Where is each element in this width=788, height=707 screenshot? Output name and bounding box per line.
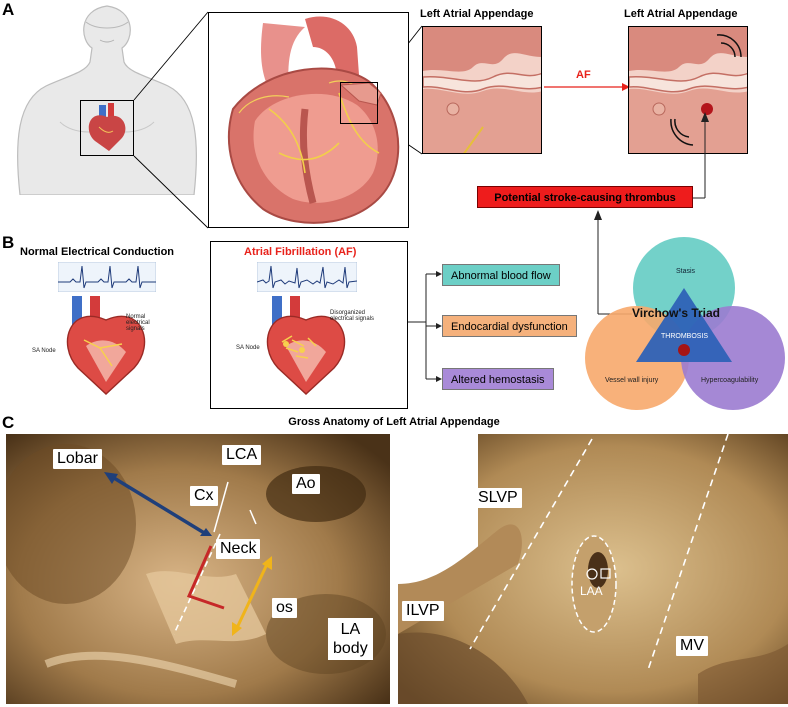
normal-conduction-title: Normal Electrical Conduction: [20, 246, 175, 258]
thrombus-connectors: [594, 112, 709, 315]
panel-label-a: A: [2, 0, 15, 19]
label-la-body: LA body: [328, 618, 373, 660]
virchow-triad-diagram: [585, 237, 785, 410]
gross-anatomy-title: Gross Anatomy of Left Atrial Appendage: [288, 416, 500, 428]
af-arrow-label: AF: [576, 69, 591, 81]
panel-label-c: C: [2, 413, 15, 432]
panel-label-b: B: [2, 233, 15, 252]
af-ecg-strip: [257, 262, 357, 292]
label-neck: Neck: [216, 539, 261, 559]
label-la-line1: LA: [340, 621, 361, 638]
laa-zoom-box: [340, 82, 378, 124]
sa-node-label-af: SA Node: [236, 345, 260, 351]
endocardial-dysfunction-tag: Endocardial dysfunction: [442, 315, 577, 337]
af-title: Atrial Fibrillation (AF): [244, 246, 357, 258]
label-os: os: [272, 598, 297, 618]
anatomy-photo-right: [398, 434, 788, 704]
label-laa: LAA: [580, 584, 603, 598]
disorganized-signals-label: Disorganized electrical signals: [330, 310, 375, 322]
laa-normal-title: Left Atrial Appendage: [420, 8, 534, 20]
thrombus-label: Potential stroke-causing thrombus: [477, 186, 693, 208]
label-cx: Cx: [190, 486, 218, 506]
laa-normal-image: [422, 26, 542, 154]
af-heart-illustration: [266, 296, 346, 395]
normal-signals-label: Normal electrical signals: [126, 314, 150, 332]
label-ao: Ao: [292, 474, 320, 494]
altered-hemostasis-tag: Altered hemostasis: [442, 368, 554, 390]
normal-heart-illustration: [66, 296, 146, 395]
label-mv: MV: [676, 636, 708, 656]
virchow-title: Virchow's Triad: [632, 306, 720, 320]
label-slvp: SLVP: [474, 488, 522, 508]
label-ilvp: ILVP: [402, 601, 444, 621]
af-arrow: [544, 83, 630, 91]
abnormal-blood-flow-tag: Abnormal blood flow: [442, 264, 560, 286]
stasis-label: Stasis: [676, 268, 696, 275]
label-la-line2: body: [333, 640, 368, 657]
laa-af-title: Left Atrial Appendage: [624, 8, 738, 20]
normal-ecg-strip: [58, 262, 156, 292]
heart-zoom-box: [80, 100, 134, 156]
label-lobar: Lobar: [53, 449, 102, 469]
consequence-arrows: [408, 271, 442, 382]
thrombosis-label: THROMBOSIS: [661, 333, 709, 340]
vessel-wall-label: Vessel wall injury: [605, 377, 659, 384]
small-heart-icon: [88, 103, 126, 151]
anatomy-photo-left: [6, 434, 390, 704]
hypercoag-label: Hypercoagulability: [701, 377, 759, 384]
heart-cross-section: [208, 12, 409, 228]
sa-node-label-normal: SA Node: [32, 348, 56, 354]
laa-af-image: [628, 26, 748, 154]
label-lca: LCA: [222, 445, 262, 465]
